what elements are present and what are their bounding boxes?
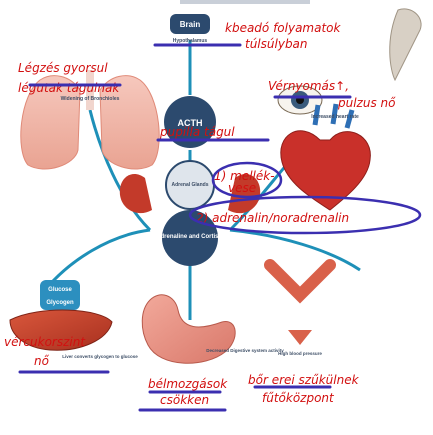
digestive-label: Decreased Digestive system activity [206, 348, 284, 353]
annotation-gut-2: csökken [160, 393, 209, 407]
brain-label: Brain [180, 20, 201, 29]
hypothalamus-label: Hypothalamus [173, 38, 208, 44]
heart-label: Increased heart rate [311, 114, 359, 120]
annotation-lungs-1: Légzés gyorsul [18, 61, 108, 75]
annotation-liver-2: nő [34, 354, 50, 368]
glucose-box: Glucose Glycogen [40, 280, 80, 310]
glycogen-label: Glycogen [46, 300, 74, 306]
annotation-hypothalamus-1: kbeadó folyamatok [225, 21, 342, 35]
bp-label: High blood pressure [278, 351, 322, 356]
annotation-pupil: pupilla tágul [159, 125, 235, 139]
glucose-label: Glucose [48, 287, 72, 293]
annotation-hormone: 2) adrenalin/noradrenalin [196, 211, 349, 225]
annotation-vessel-2: fűtőközpont [262, 391, 335, 405]
liver-label: Liver converts glycogen to glucose [62, 354, 138, 359]
annotation-liver-1: vércukorszint [4, 335, 86, 349]
annotation-adrenal-2: vese [228, 181, 256, 195]
adrenal-label: Adrenal Glands [172, 182, 209, 188]
annotation-heart-1: Vérnyomás↑, [268, 79, 349, 93]
stomach-icon: Decreased Digestive system activity [142, 295, 284, 363]
vessel-icon: High blood pressure [270, 265, 330, 356]
brain-icon: Brain Hypothalamus [170, 14, 210, 44]
hormones-label: Adrenaline and Cortisol [156, 234, 224, 240]
bronchioles-label: Widening of Bronchioles [61, 96, 120, 102]
annotation-hypothalamus-2: túlsúlyban [245, 37, 308, 51]
top-band [180, 0, 310, 4]
annotation-lungs-2: légutak tágulnak [18, 81, 120, 95]
annotation-gut-1: bélmozgások [148, 377, 228, 391]
annotation-vessel-1: bőr erei szűkülnek [248, 373, 360, 387]
